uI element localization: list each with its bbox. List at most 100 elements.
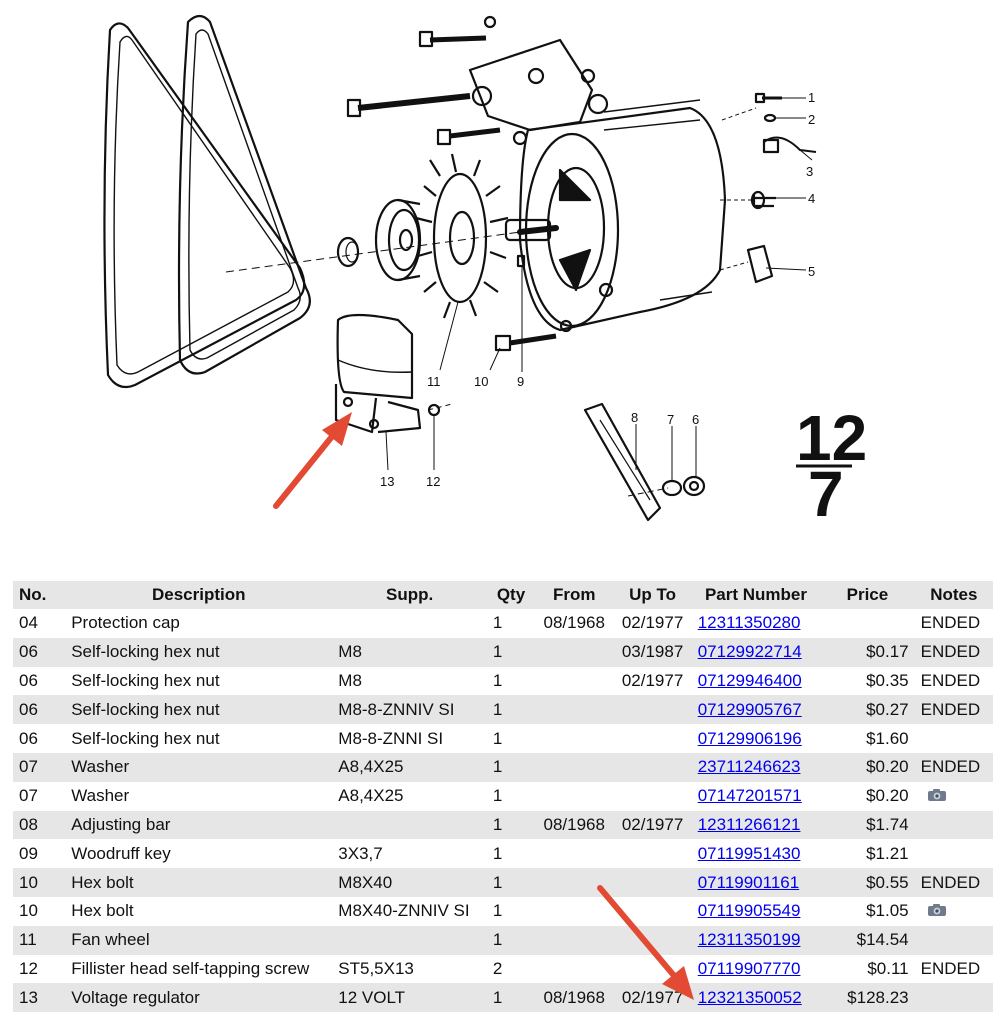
cell-from xyxy=(535,925,614,955)
parts-table: No. Description Supp. Qty From Up To Par… xyxy=(13,581,993,1013)
cell-no: 12 xyxy=(13,954,66,984)
cell-notes xyxy=(914,724,993,753)
cell-notes xyxy=(914,896,993,926)
camera-icon[interactable] xyxy=(927,787,947,807)
cell-supp: A8,4X25 xyxy=(332,781,487,811)
cell-qty: 1 xyxy=(486,868,536,897)
cell-price xyxy=(820,609,915,638)
cell-qty: 1 xyxy=(486,666,536,696)
cell-description: Hex bolt xyxy=(65,868,333,897)
cell-description: Self-locking hex nut xyxy=(65,695,333,725)
cell-upto xyxy=(613,954,692,984)
cell-no: 04 xyxy=(13,609,66,638)
header-price: Price xyxy=(820,581,915,609)
notes-text: ENDED xyxy=(920,670,981,690)
part-number-link[interactable]: 23711246623 xyxy=(697,757,801,777)
cell-qty: 1 xyxy=(486,983,536,1013)
cell-part-number: 07129922714 xyxy=(691,637,821,667)
cell-part-number: 07119901161 xyxy=(691,868,821,897)
cell-supp xyxy=(332,609,487,638)
cell-price: $1.05 xyxy=(820,896,915,926)
cell-supp: ST5,5X13 xyxy=(332,954,487,984)
cell-from xyxy=(535,752,614,782)
cell-no: 06 xyxy=(13,724,66,753)
callout-12: 12 xyxy=(426,474,440,489)
cell-notes: ENDED xyxy=(914,954,993,984)
cell-price: $14.54 xyxy=(820,925,915,955)
cell-description: Adjusting bar xyxy=(65,810,333,840)
part-number-link[interactable]: 07129946400 xyxy=(697,670,802,690)
cell-supp: M8-8-ZNNI SI xyxy=(332,724,487,753)
cell-qty: 1 xyxy=(486,752,536,782)
dash-centerlines xyxy=(719,107,757,271)
cell-description: Fillister head self-tapping screw xyxy=(65,954,333,984)
cell-no: 07 xyxy=(13,781,66,811)
part-number-link[interactable]: 12311350280 xyxy=(697,613,801,633)
cell-supp: M8 xyxy=(332,637,487,667)
cell-from xyxy=(535,896,614,926)
cell-upto xyxy=(613,925,692,955)
cell-description: Hex bolt xyxy=(65,896,333,926)
cell-price: $0.11 xyxy=(820,954,915,984)
cell-qty: 1 xyxy=(486,896,536,926)
fan-wheel-drawing xyxy=(415,153,509,319)
cell-supp: M8-8-ZNNIV SI xyxy=(332,695,487,725)
cell-upto: 02/1977 xyxy=(613,666,692,696)
leader-lines xyxy=(385,97,813,480)
callout-11: 11 xyxy=(427,374,441,389)
cell-description: Self-locking hex nut xyxy=(65,637,333,667)
cell-upto xyxy=(613,868,692,897)
cell-notes xyxy=(914,925,993,955)
cell-supp xyxy=(332,810,487,840)
adjusting-bar-drawing xyxy=(583,402,706,522)
cell-notes xyxy=(914,839,993,869)
cell-upto xyxy=(613,695,692,725)
cell-part-number: 07119951430 xyxy=(691,839,821,869)
cell-qty: 1 xyxy=(486,810,536,840)
part-number-link[interactable]: 12311266121 xyxy=(697,814,801,834)
part-number-link[interactable]: 07129922714 xyxy=(697,642,802,662)
cell-upto xyxy=(613,781,692,811)
cell-supp: M8X40 xyxy=(332,868,487,897)
part-number-link[interactable]: 07147201571 xyxy=(697,786,802,806)
callout-7: 7 xyxy=(667,412,674,427)
part-number-link[interactable]: 07119901161 xyxy=(697,872,800,892)
cell-from: 08/1968 xyxy=(535,983,614,1013)
part-number-link[interactable]: 07119905549 xyxy=(697,901,801,921)
cell-qty: 1 xyxy=(486,724,536,753)
cell-notes xyxy=(914,983,993,1013)
cell-no: 13 xyxy=(13,983,66,1013)
cell-notes xyxy=(914,810,993,840)
cell-no: 06 xyxy=(13,695,66,725)
cell-price: $0.17 xyxy=(820,637,915,667)
part-number-link[interactable]: 12311350199 xyxy=(697,930,801,950)
part-number-link[interactable]: 07119907770 xyxy=(697,958,801,978)
header-qty: Qty xyxy=(486,581,536,609)
cell-supp: 12 VOLT xyxy=(332,983,487,1013)
cell-description: Fan wheel xyxy=(65,925,333,955)
cell-qty: 2 xyxy=(486,954,536,984)
v-belt-drawing xyxy=(103,14,311,389)
cell-upto: 02/1977 xyxy=(613,983,692,1013)
cell-no: 08 xyxy=(13,810,66,840)
part-number-link[interactable]: 07119951430 xyxy=(697,843,801,863)
camera-icon[interactable] xyxy=(927,902,947,922)
header-part-number: Part Number xyxy=(691,581,821,609)
cell-supp xyxy=(332,925,487,955)
callout-5: 5 xyxy=(808,264,815,279)
cell-price: $0.55 xyxy=(820,868,915,897)
part-number-link[interactable]: 07129905767 xyxy=(697,699,802,719)
part-number-link[interactable]: 07129906196 xyxy=(697,728,802,748)
part-number-link[interactable]: 12321350052 xyxy=(697,987,802,1007)
notes-text: ENDED xyxy=(920,958,981,978)
callout-9: 9 xyxy=(517,374,524,389)
